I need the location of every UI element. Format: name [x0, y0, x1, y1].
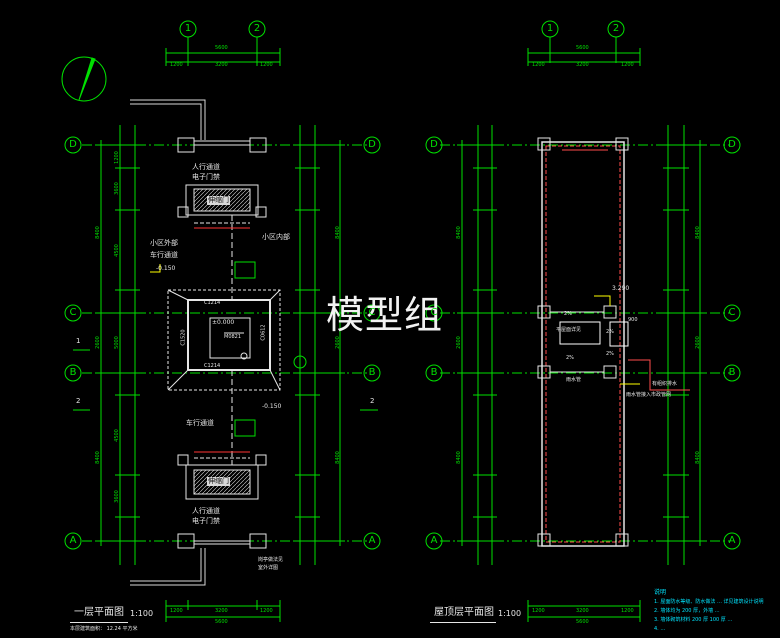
grid-bubble-c-right	[363, 304, 381, 322]
grid-bubble-2-left	[248, 20, 266, 38]
grid-bubble-a-right	[363, 532, 381, 550]
plan-ground-walls	[130, 99, 281, 586]
grid-bubble-c-left	[64, 304, 82, 322]
plan-ground-floor	[61, 20, 381, 622]
grid-bubble-b-left	[64, 364, 82, 382]
grid-bubble-d-roof	[425, 136, 443, 154]
grid-bubble-b-roof-r	[723, 364, 741, 382]
grid-bubble-1-left	[179, 20, 197, 38]
grid-bubble-d-roof-r	[723, 136, 741, 154]
grid-bubble-d-left	[64, 136, 82, 154]
guard-house	[187, 299, 271, 371]
barrier-bottom	[193, 469, 251, 495]
plan1-title-underline	[70, 622, 128, 623]
grid-bubble-1-right-plan	[541, 20, 559, 38]
north-arrow-icon	[61, 56, 107, 102]
grid-bubble-c-roof-r	[723, 304, 741, 322]
grid-bubble-c-roof	[425, 304, 443, 322]
plan-roof	[425, 20, 741, 622]
grid-bubble-b-roof	[425, 364, 443, 382]
barrier-top	[193, 188, 251, 212]
plan-roof-outline	[537, 137, 690, 547]
grid-bubble-b-right	[363, 364, 381, 382]
plan-ground-accents	[150, 227, 307, 453]
grid-bubble-d-right	[363, 136, 381, 154]
grid-bubble-a-roof	[425, 532, 443, 550]
grid-bubble-a-left	[64, 532, 82, 550]
plan2-title-underline	[430, 622, 496, 623]
grid-bubble-a-roof-r	[723, 532, 741, 550]
grid-bubble-2-right-plan	[607, 20, 625, 38]
